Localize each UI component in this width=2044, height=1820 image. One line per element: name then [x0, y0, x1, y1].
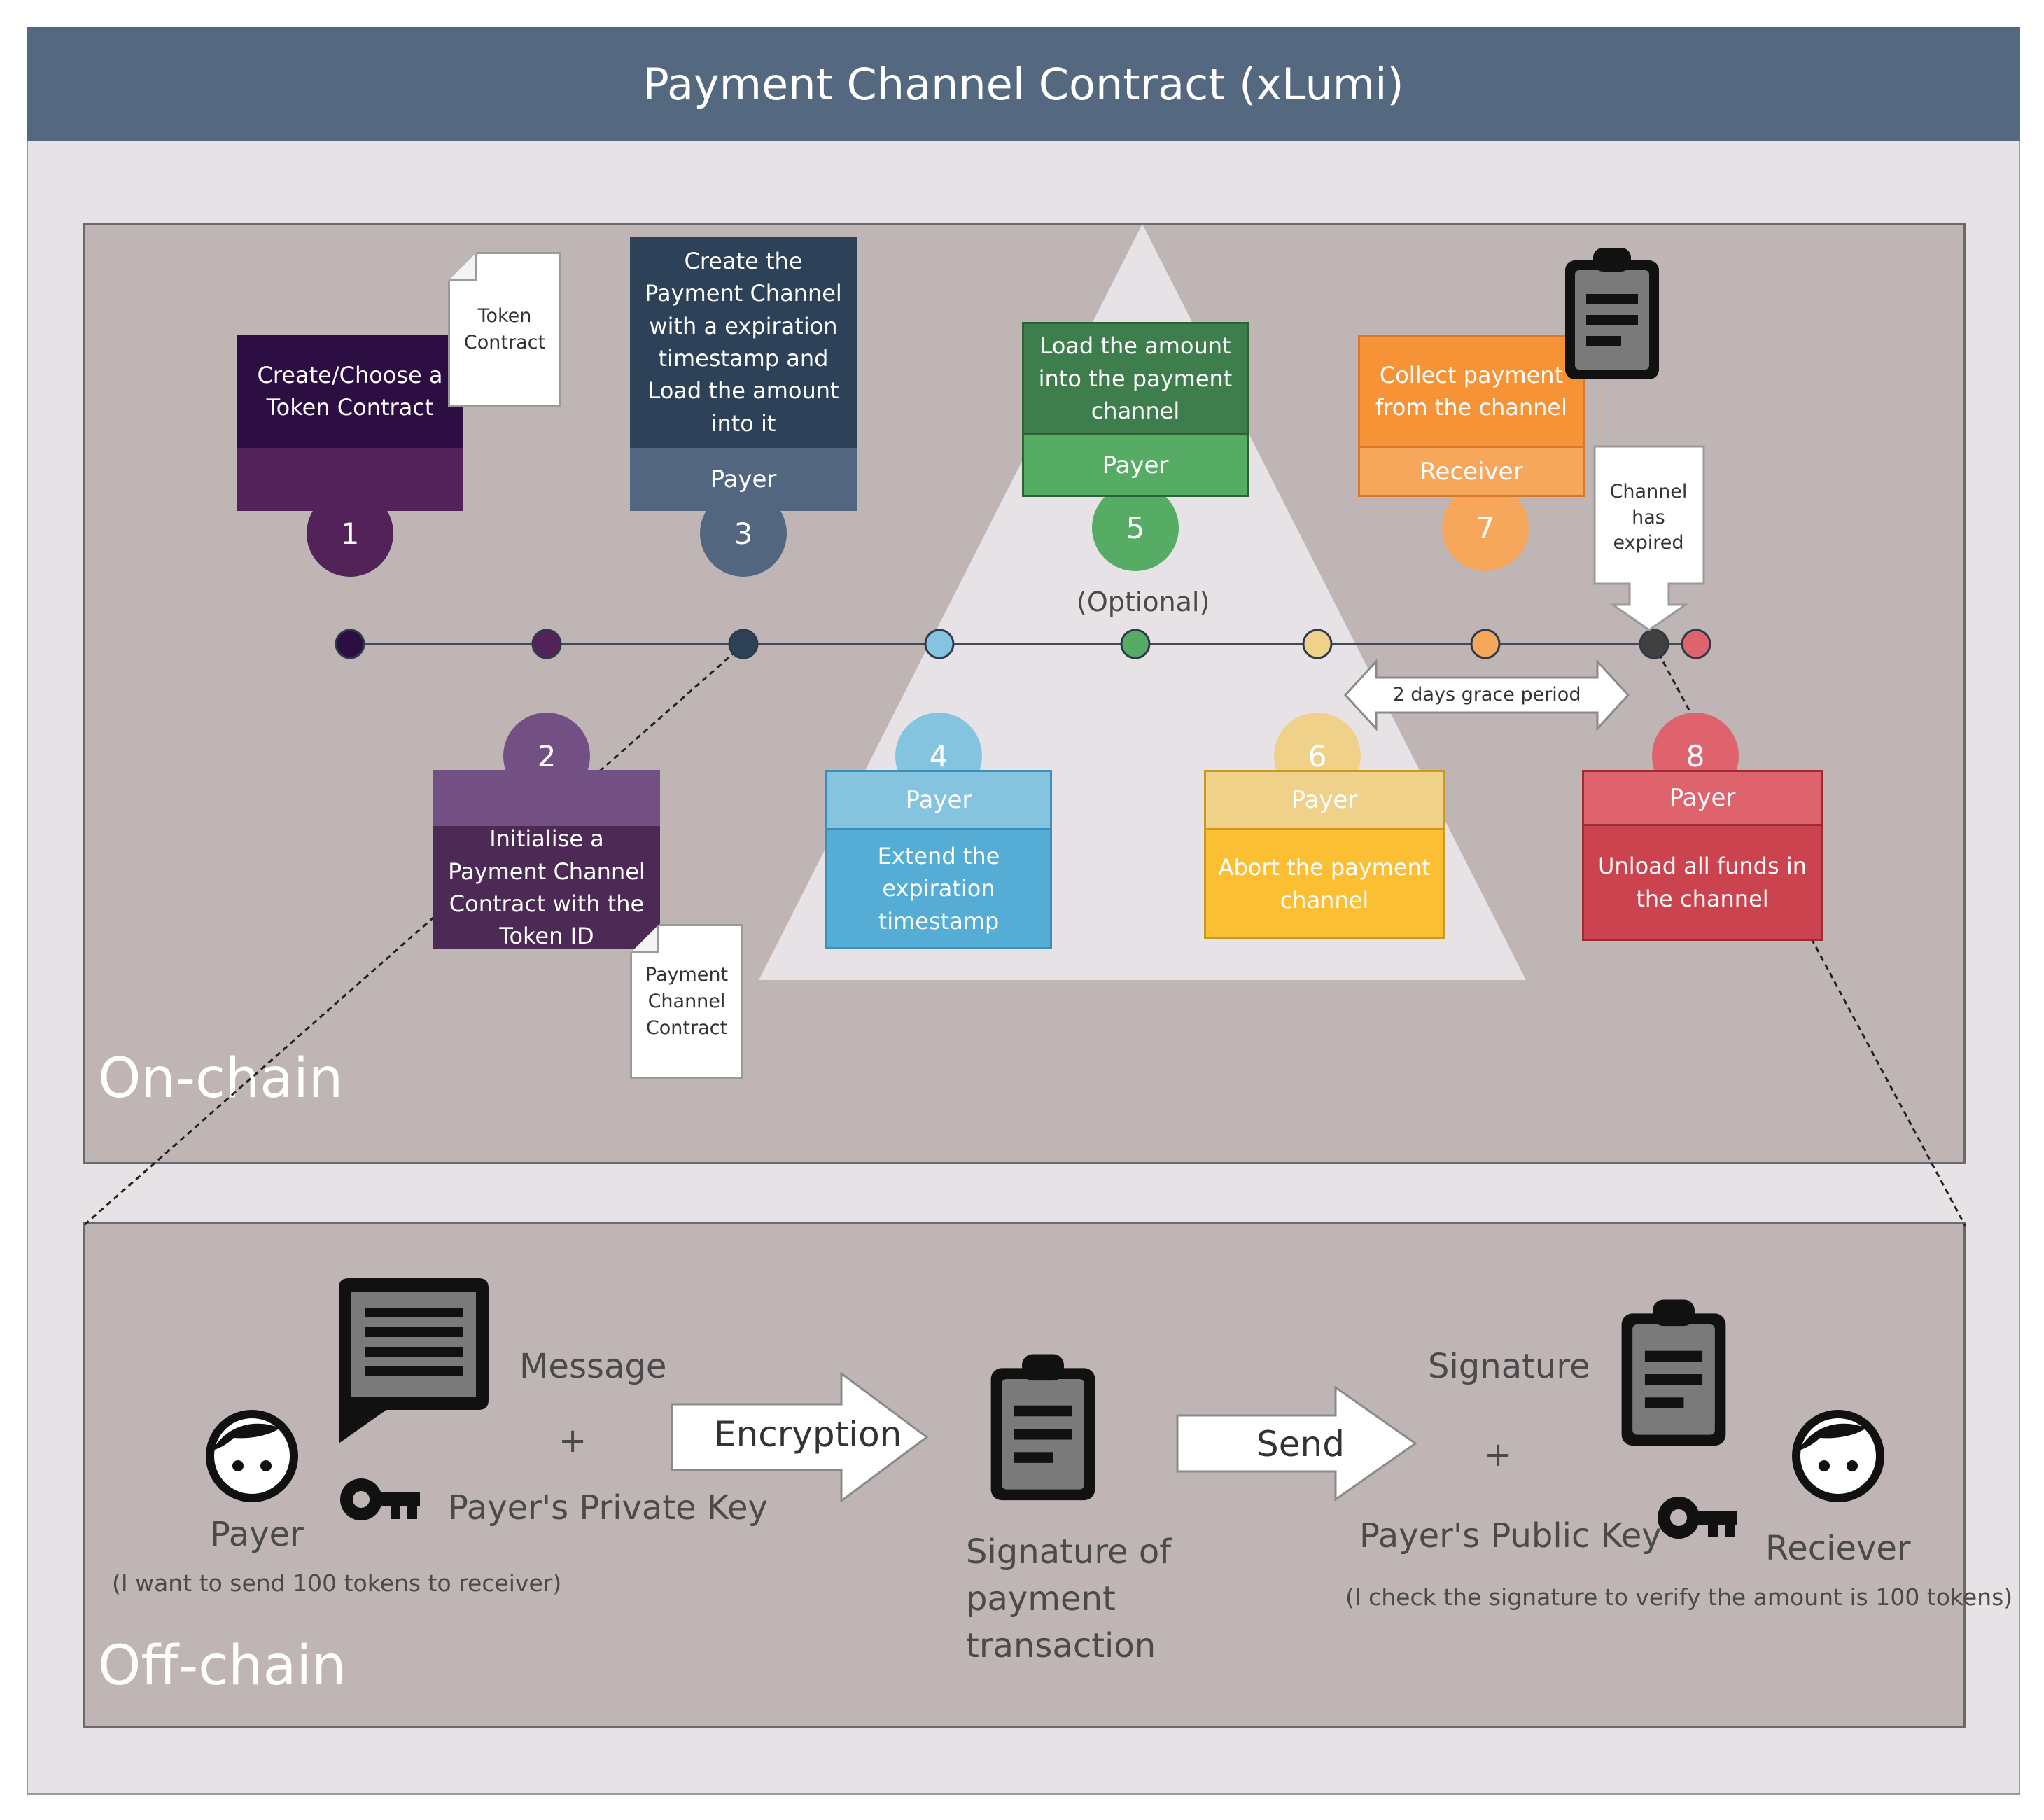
- step-8-role: Payer: [1582, 770, 1823, 826]
- optional-label: (Optional): [1077, 587, 1210, 617]
- channel-expired-label: Channel has expired: [1609, 481, 1688, 554]
- plus-sign-right: +: [1484, 1435, 1513, 1474]
- timeline-dot-7: [1470, 629, 1501, 659]
- clipboard-icon-center: [990, 1354, 1096, 1501]
- timeline-dot-2: [531, 629, 562, 659]
- clipboard-icon-right: [1621, 1299, 1726, 1446]
- step-3-role: Payer: [630, 448, 857, 511]
- message-icon: [339, 1278, 489, 1443]
- signature-transaction-label: Signature of payment transaction: [966, 1532, 1172, 1666]
- encryption-arrow: [671, 1372, 929, 1502]
- step-1-header: [237, 448, 463, 511]
- page-title: Payment Channel Contract (xLumi): [27, 27, 2020, 141]
- timeline-dot-9: [1681, 629, 1712, 659]
- payer-note: (I want to send 100 tokens to receiver): [112, 1569, 562, 1597]
- timeline-dot-1: [335, 629, 365, 659]
- timeline-dots: [335, 629, 1712, 659]
- step-7-number: 7: [1442, 484, 1529, 571]
- receiver-note: (I check the signature to verify the amo…: [1345, 1583, 2013, 1611]
- offchain-label: Off-chain: [98, 1634, 346, 1698]
- step-1-card: Create/Choose a Token Contract: [237, 335, 463, 448]
- grace-period-arrow: [1343, 659, 1630, 732]
- private-key-label: Payer's Private Key: [448, 1488, 768, 1527]
- payer-label: Payer: [210, 1515, 304, 1554]
- timeline-dot-3: [728, 629, 759, 659]
- receiver-face-icon: [1792, 1410, 1884, 1502]
- encryption-label: Encryption: [714, 1414, 902, 1455]
- grace-period-label: 2 days grace period: [1392, 683, 1581, 706]
- clipboard-icon: [1565, 248, 1659, 379]
- step-2-header: [433, 770, 660, 826]
- timeline-dot-5: [1120, 629, 1151, 659]
- step-5-number: 5: [1092, 484, 1179, 571]
- send-label: Send: [1256, 1424, 1345, 1464]
- step-6-card: Abort the payment channel: [1204, 830, 1445, 939]
- timeline-dot-8: [1639, 629, 1670, 659]
- public-key-icon: [1658, 1497, 1737, 1539]
- receiver-label: Reciever: [1765, 1529, 1911, 1568]
- step-6-role: Payer: [1204, 770, 1445, 830]
- step-5-role: Payer: [1022, 435, 1249, 497]
- signature-label: Signature: [1428, 1347, 1590, 1386]
- step-7-card: Collect payment from the channel: [1358, 335, 1585, 448]
- step-4-card: Extend the expiration timestamp: [825, 830, 1052, 949]
- step-3-card: Create the Payment Channel with a expira…: [630, 237, 857, 448]
- message-label: Message: [519, 1347, 667, 1386]
- public-key-label: Payer's Public Key: [1359, 1516, 1662, 1555]
- onchain-label: On-chain: [98, 1047, 344, 1110]
- timeline-dot-6: [1302, 629, 1333, 659]
- key-icon: [340, 1478, 420, 1520]
- timeline-dot-4: [924, 629, 955, 659]
- step-4-role: Payer: [825, 770, 1052, 830]
- step-2-card: Initialise a Payment Channel Contract wi…: [433, 825, 660, 949]
- plus-sign-left: +: [559, 1421, 587, 1460]
- step-5-card: Load the amount into the payment channel: [1022, 322, 1249, 435]
- send-arrow: [1176, 1386, 1418, 1501]
- step-8-card: Unload all funds in the channel: [1582, 826, 1823, 941]
- channel-expired-callout-shape: [1593, 445, 1705, 631]
- step-7-role: Receiver: [1358, 448, 1585, 497]
- payer-face-icon: [206, 1410, 298, 1502]
